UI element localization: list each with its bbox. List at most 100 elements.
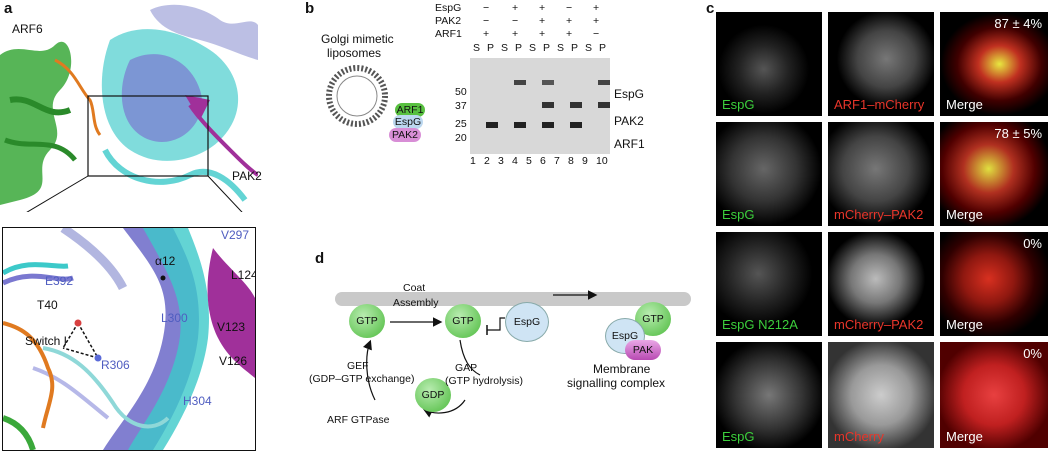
lane-1: 1: [470, 155, 476, 167]
panel-b-letter: b: [305, 0, 315, 17]
v126-label: V126: [219, 354, 248, 368]
caption-r3-c2: mCherry–PAK2: [834, 317, 924, 332]
mw-20: 20: [455, 132, 467, 144]
switch1-label: Switch I: [25, 334, 68, 348]
espg-1: EspG: [505, 302, 549, 342]
mw-37: 37: [455, 100, 467, 112]
micrograph-r2-c2: mCherry–PAK2: [828, 122, 934, 226]
membrane-label-1: Membrane: [593, 362, 651, 376]
micrograph-r3-c2: mCherry–PAK2: [828, 232, 934, 336]
sign-pak2-1: −: [483, 15, 490, 27]
lane-3: 3: [498, 155, 504, 167]
caption-r4-c2: mCherry: [834, 429, 884, 444]
micrograph-r3-c3: 0% Merge: [940, 232, 1048, 336]
v123-label: V123: [217, 320, 246, 334]
sign-espg-2: +: [512, 2, 519, 14]
micrograph-r2-c3: 78 ± 5% Merge: [940, 122, 1048, 226]
r306-label: R306: [101, 358, 130, 372]
micrograph-r1-c1: EspG: [716, 12, 822, 116]
liposome-label-2: liposomes: [327, 46, 382, 60]
bead-arf1: ARF1: [395, 103, 425, 117]
gef-label-2: (GDP–GTP exchange): [309, 373, 415, 385]
sp-8: P: [571, 42, 579, 54]
lane-9: 9: [582, 155, 588, 167]
micrograph-r2-c1: EspG: [716, 122, 822, 226]
sign-pak2-5: +: [593, 15, 600, 27]
micrograph-r4-c3: 0% Merge: [940, 342, 1048, 448]
sp-4: P: [515, 42, 523, 54]
sign-arf1-5: −: [593, 28, 600, 40]
v297-label: V297: [221, 228, 250, 242]
sign-pak2-2: −: [512, 15, 519, 27]
caption-r4-c1: EspG: [722, 429, 755, 444]
liposome-diagram: [326, 65, 388, 127]
sp-9: S: [585, 42, 593, 54]
sp-1: S: [473, 42, 481, 54]
t40-label: T40: [37, 298, 58, 312]
h304-label: H304: [183, 394, 212, 408]
caption-r2-c1: EspG: [722, 207, 755, 222]
sign-espg-5: +: [593, 2, 600, 14]
e392-label: E392: [45, 274, 74, 288]
panel-a: a ARF6 PAK2 α12 V297 E392: [0, 0, 262, 453]
pak2-label: PAK2: [232, 169, 262, 183]
caption-r1-c1: EspG: [722, 97, 755, 112]
micrograph-r4-c2: mCherry: [828, 342, 934, 448]
caption-r2-c3: Merge: [946, 207, 983, 222]
row-label-arf1: ARF1: [435, 28, 462, 40]
panel-d: d GTP GTP EspG GTP EspG PAK GDP Coat Ass…: [305, 250, 705, 453]
coat-label-2: Assembly: [393, 297, 439, 309]
caption-r2-c2: mCherry–PAK2: [834, 207, 924, 222]
sign-pak2-4: +: [566, 15, 573, 27]
sign-arf1-1: +: [483, 28, 490, 40]
mw-50: 50: [455, 86, 467, 98]
lane-2: 2: [484, 155, 490, 167]
band-label-espg: EspG: [614, 87, 645, 101]
l300-label: L300: [161, 311, 188, 325]
sp-10: P: [599, 42, 607, 54]
sp-2: P: [487, 42, 495, 54]
caption-r3-c1: EspG N212A: [722, 317, 798, 332]
arf-gtpase-label: ARF GTPase: [327, 414, 390, 426]
lane-10: 10: [596, 155, 608, 167]
gel-image: [470, 58, 610, 154]
inset-structure-image: [3, 228, 255, 450]
sp-6: P: [543, 42, 551, 54]
lane-8: 8: [568, 155, 574, 167]
caption-r3-c3: Merge: [946, 317, 983, 332]
sign-arf1-3: +: [539, 28, 546, 40]
sign-arf1-4: +: [566, 28, 573, 40]
pak: PAK: [625, 340, 661, 360]
membrane-label-2: signalling complex: [567, 376, 666, 390]
structure-overview-image: [0, 0, 258, 212]
gtp-2: GTP: [445, 304, 481, 338]
panel-a-letter: a: [4, 0, 13, 17]
sign-espg-4: −: [566, 2, 573, 14]
panel-c-letter: c: [706, 0, 715, 17]
l124-label: L124: [231, 268, 256, 282]
band-label-pak2: PAK2: [614, 114, 644, 128]
micrograph-r4-c1: EspG: [716, 342, 822, 448]
pct-r3: 0%: [1023, 236, 1042, 251]
gtp-1: GTP: [349, 304, 385, 338]
liposome-label-1: Golgi mimetic: [321, 32, 394, 46]
sign-espg-1: −: [483, 2, 490, 14]
alpha12-label: α12: [155, 254, 176, 268]
arf6-label: ARF6: [12, 22, 43, 36]
caption-r1-c2: ARF1–mCherry: [834, 97, 925, 112]
pct-r2: 78 ± 5%: [994, 126, 1042, 141]
panel-d-letter: d: [315, 250, 325, 267]
sp-3: S: [501, 42, 509, 54]
row-label-pak2: PAK2: [435, 15, 462, 27]
pct-r1: 87 ± 4%: [994, 16, 1042, 31]
gdp: GDP: [415, 378, 451, 412]
membrane-bar: [335, 292, 691, 306]
sign-pak2-3: +: [539, 15, 546, 27]
lane-7: 7: [554, 155, 560, 167]
micrograph-r3-c1: EspG N212A: [716, 232, 822, 336]
band-label-arf1: ARF1: [614, 137, 645, 151]
mw-25: 25: [455, 118, 467, 130]
lane-6: 6: [540, 155, 546, 167]
micrograph-r1-c3: 87 ± 4% Merge: [940, 12, 1048, 116]
micrograph-r1-c2: ARF1–mCherry: [828, 12, 934, 116]
